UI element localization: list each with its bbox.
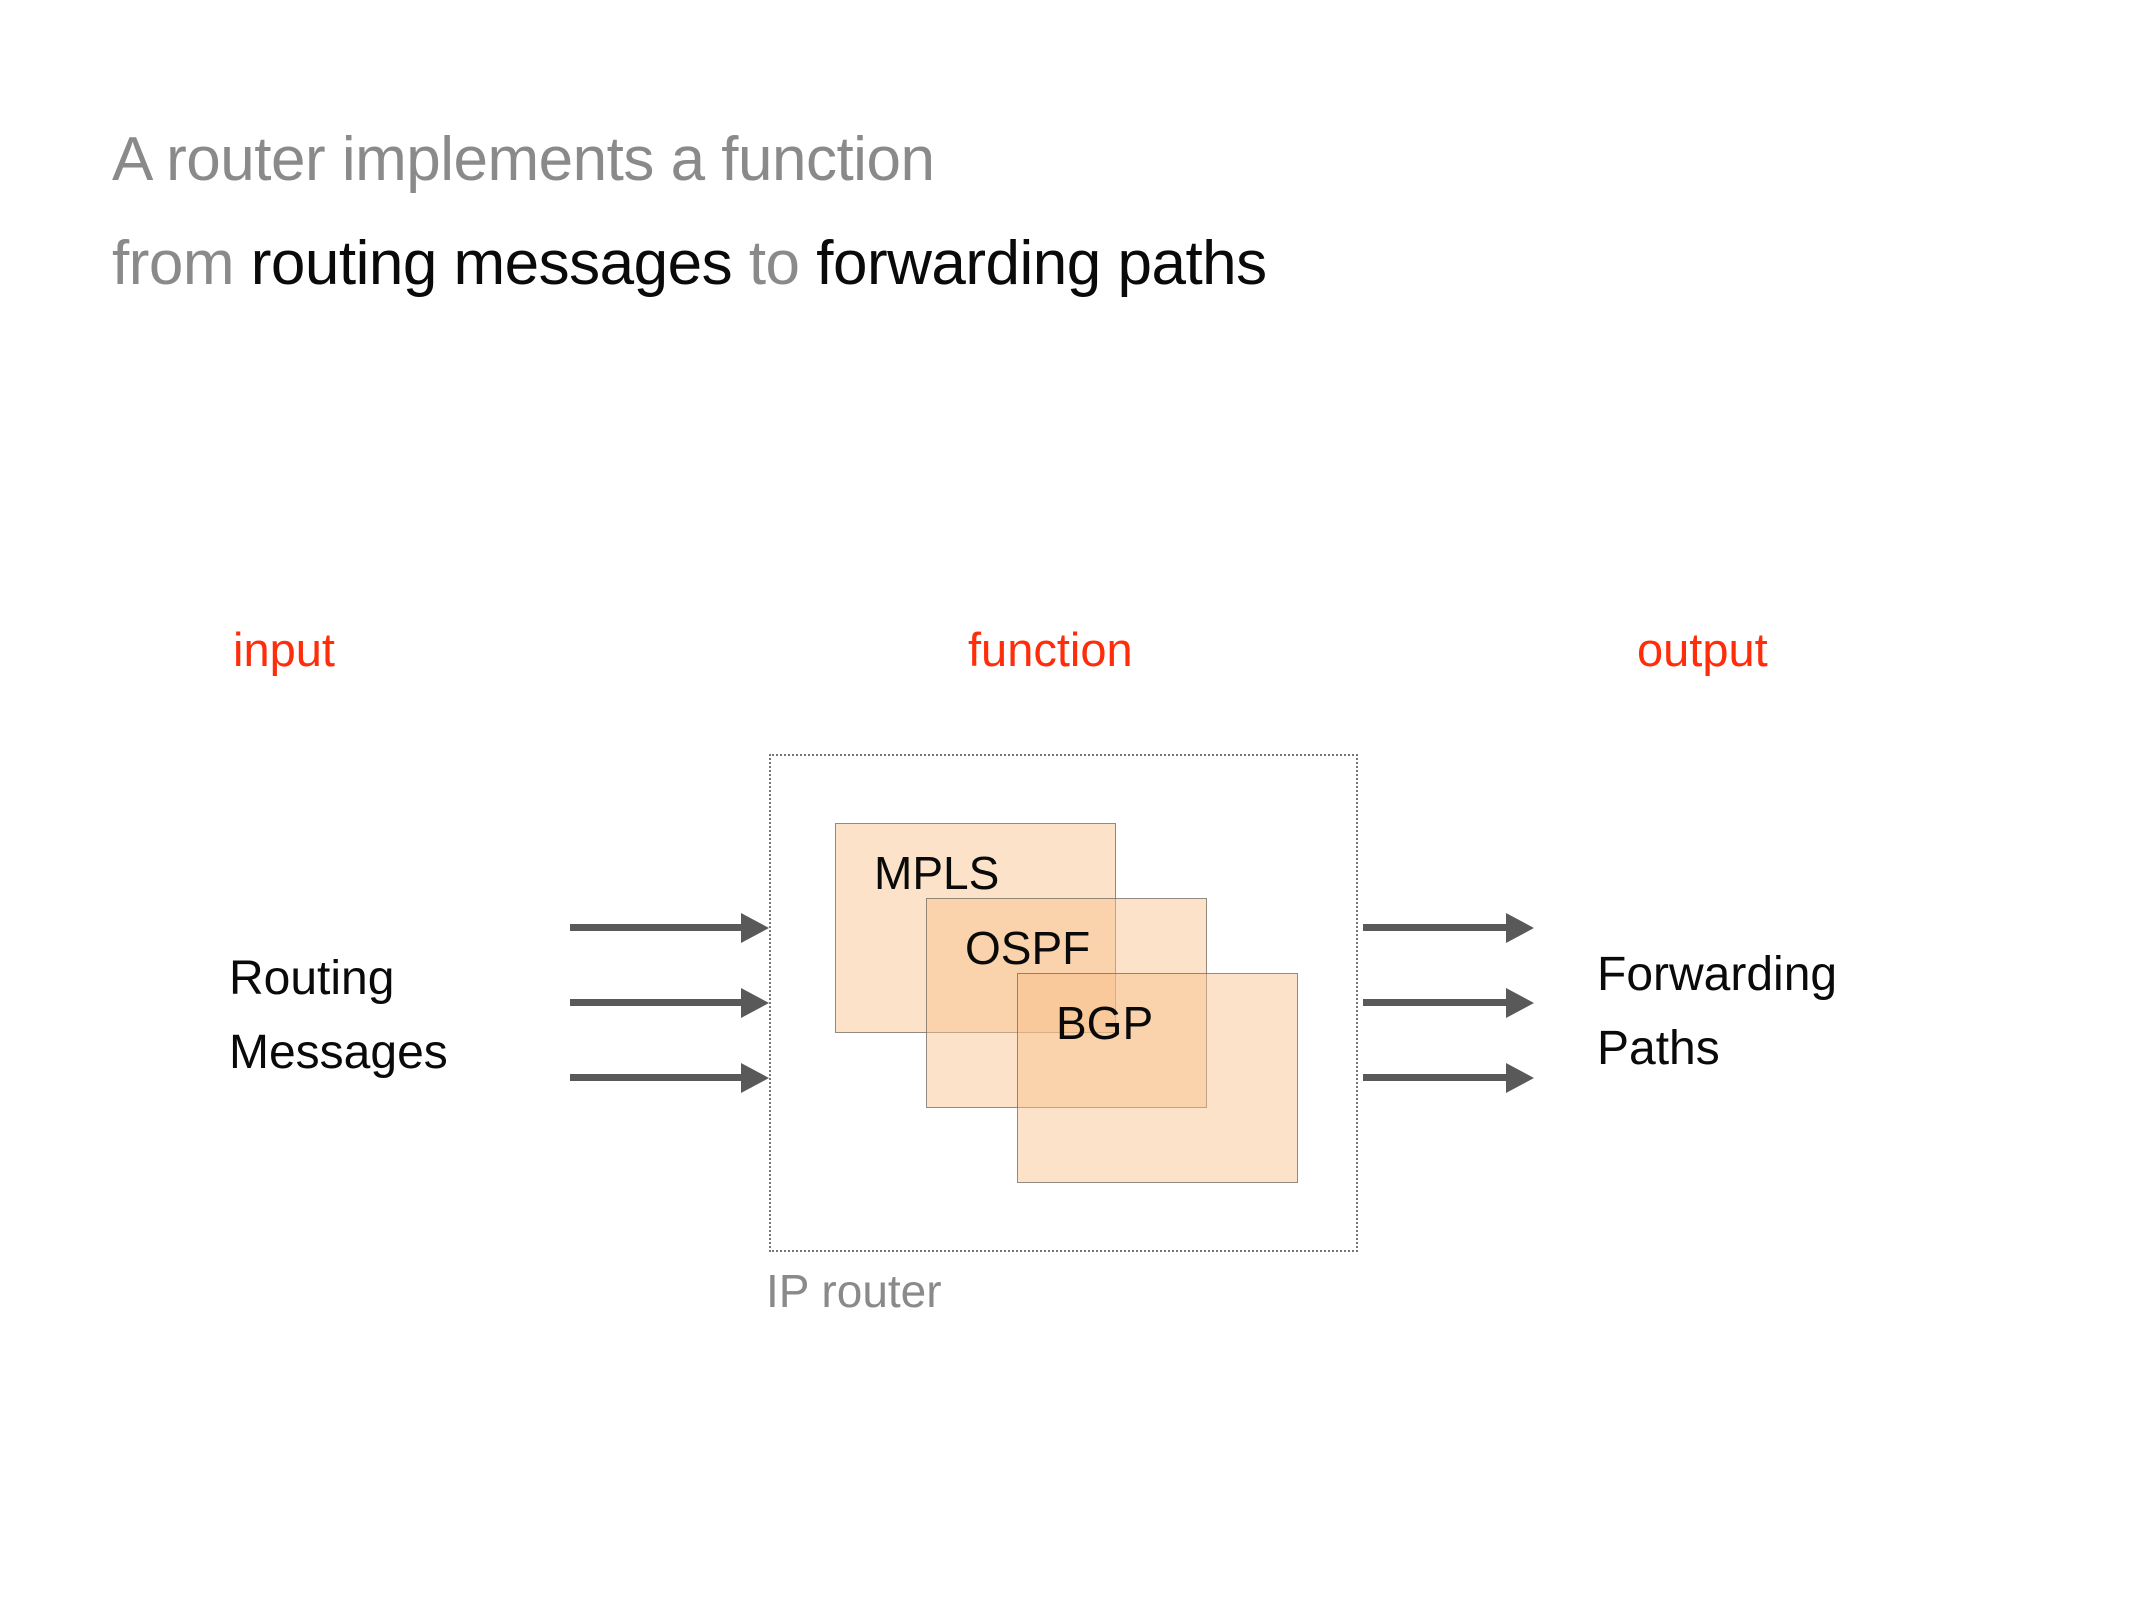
input-arrow-3 bbox=[570, 1074, 741, 1081]
input-label: Routing Messages bbox=[229, 942, 448, 1090]
protocol-box-bgp: BGP bbox=[1017, 973, 1298, 1183]
input-arrow-2 bbox=[570, 999, 741, 1006]
output-arrow-2 bbox=[1363, 999, 1506, 1006]
output-label-line-2: Paths bbox=[1597, 1022, 1720, 1075]
output-label-line-1: Forwarding bbox=[1597, 948, 1838, 1001]
title-segment-to: to bbox=[732, 229, 817, 298]
column-label-output: output bbox=[1637, 623, 1768, 676]
protocol-box-mpls: MPLS bbox=[835, 823, 1116, 1033]
column-label-function: function bbox=[968, 623, 1133, 676]
output-label: Forwarding Paths bbox=[1597, 938, 1837, 1086]
title-segment-from: from bbox=[112, 229, 251, 298]
column-label-input: input bbox=[233, 623, 335, 676]
output-arrow-3 bbox=[1363, 1074, 1506, 1081]
input-label-line-1: Routing bbox=[229, 952, 395, 1005]
slide-title: A router implements a function from rout… bbox=[112, 108, 1267, 316]
input-label-line-2: Messages bbox=[229, 1026, 448, 1079]
title-line-2: from routing messages to forwarding path… bbox=[112, 212, 1267, 316]
input-arrow-1 bbox=[570, 924, 741, 931]
title-line-1: A router implements a function bbox=[112, 125, 935, 194]
title-segment-forwarding-paths: forwarding paths bbox=[816, 229, 1267, 298]
output-arrow-1 bbox=[1363, 924, 1506, 931]
ip-router-caption: IP router bbox=[766, 1265, 942, 1317]
protocol-box-ospf: OSPF bbox=[926, 898, 1207, 1108]
title-segment-routing-messages: routing messages bbox=[250, 229, 733, 298]
ip-router-box bbox=[769, 754, 1358, 1252]
